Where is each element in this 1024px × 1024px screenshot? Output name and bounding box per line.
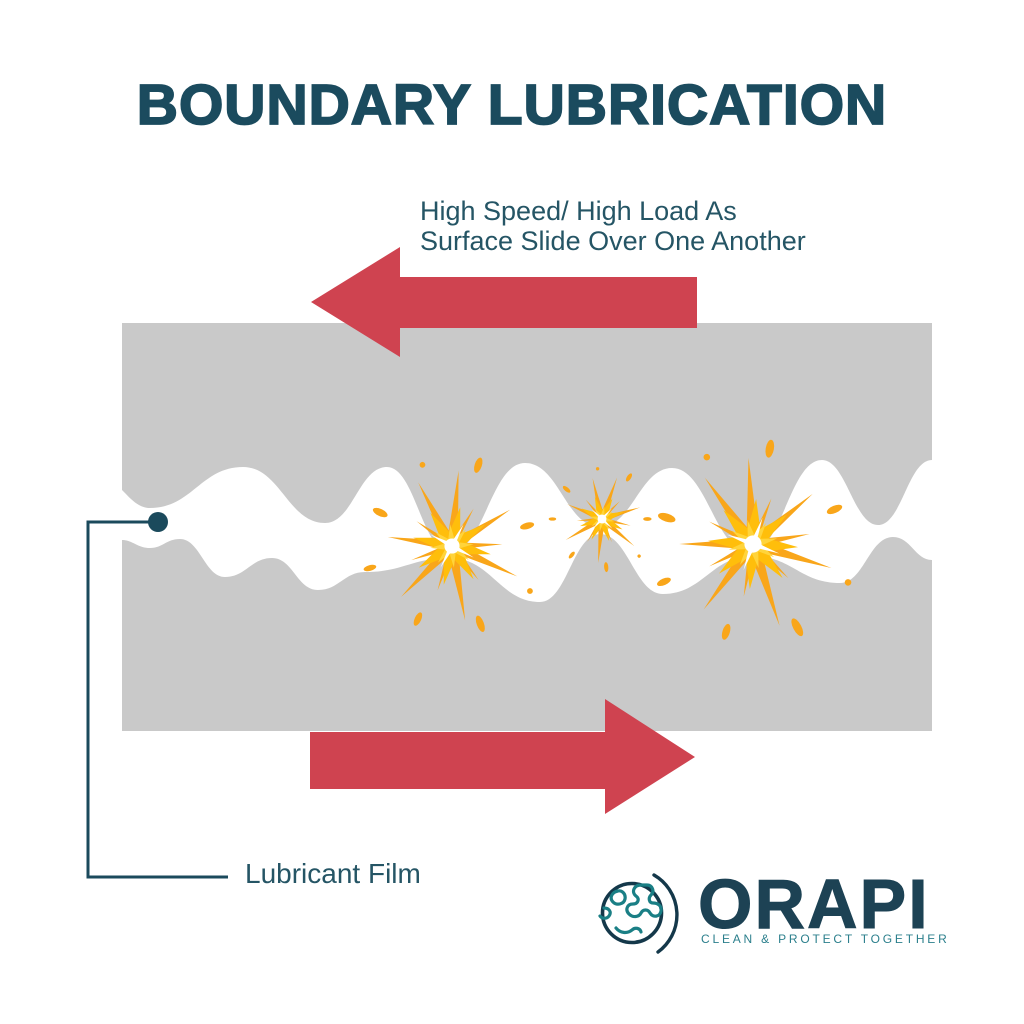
lower-metal-surface	[122, 534, 932, 731]
orapi-logo: ORAPI CLEAN & PROTECT TOGETHER	[594, 865, 954, 963]
annotation-line-2: Surface Slide Over One Another	[420, 226, 806, 256]
globe-icon	[598, 873, 679, 954]
page-title: BOUNDARY LUBRICATION	[136, 72, 888, 138]
logo-wordmark: ORAPI	[698, 865, 930, 944]
leader-dot	[148, 512, 168, 532]
annotation-line-1: High Speed/ High Load As	[420, 196, 737, 226]
logo-tagline: CLEAN & PROTECT TOGETHER	[701, 932, 950, 946]
lubricant-film-label: Lubricant Film	[245, 858, 421, 889]
right-arrow	[310, 699, 695, 814]
annotation-text: High Speed/ High Load As Surface Slide O…	[420, 196, 806, 256]
leader-line	[86, 520, 228, 879]
upper-metal-surface	[122, 323, 932, 552]
left-arrow	[311, 247, 697, 357]
